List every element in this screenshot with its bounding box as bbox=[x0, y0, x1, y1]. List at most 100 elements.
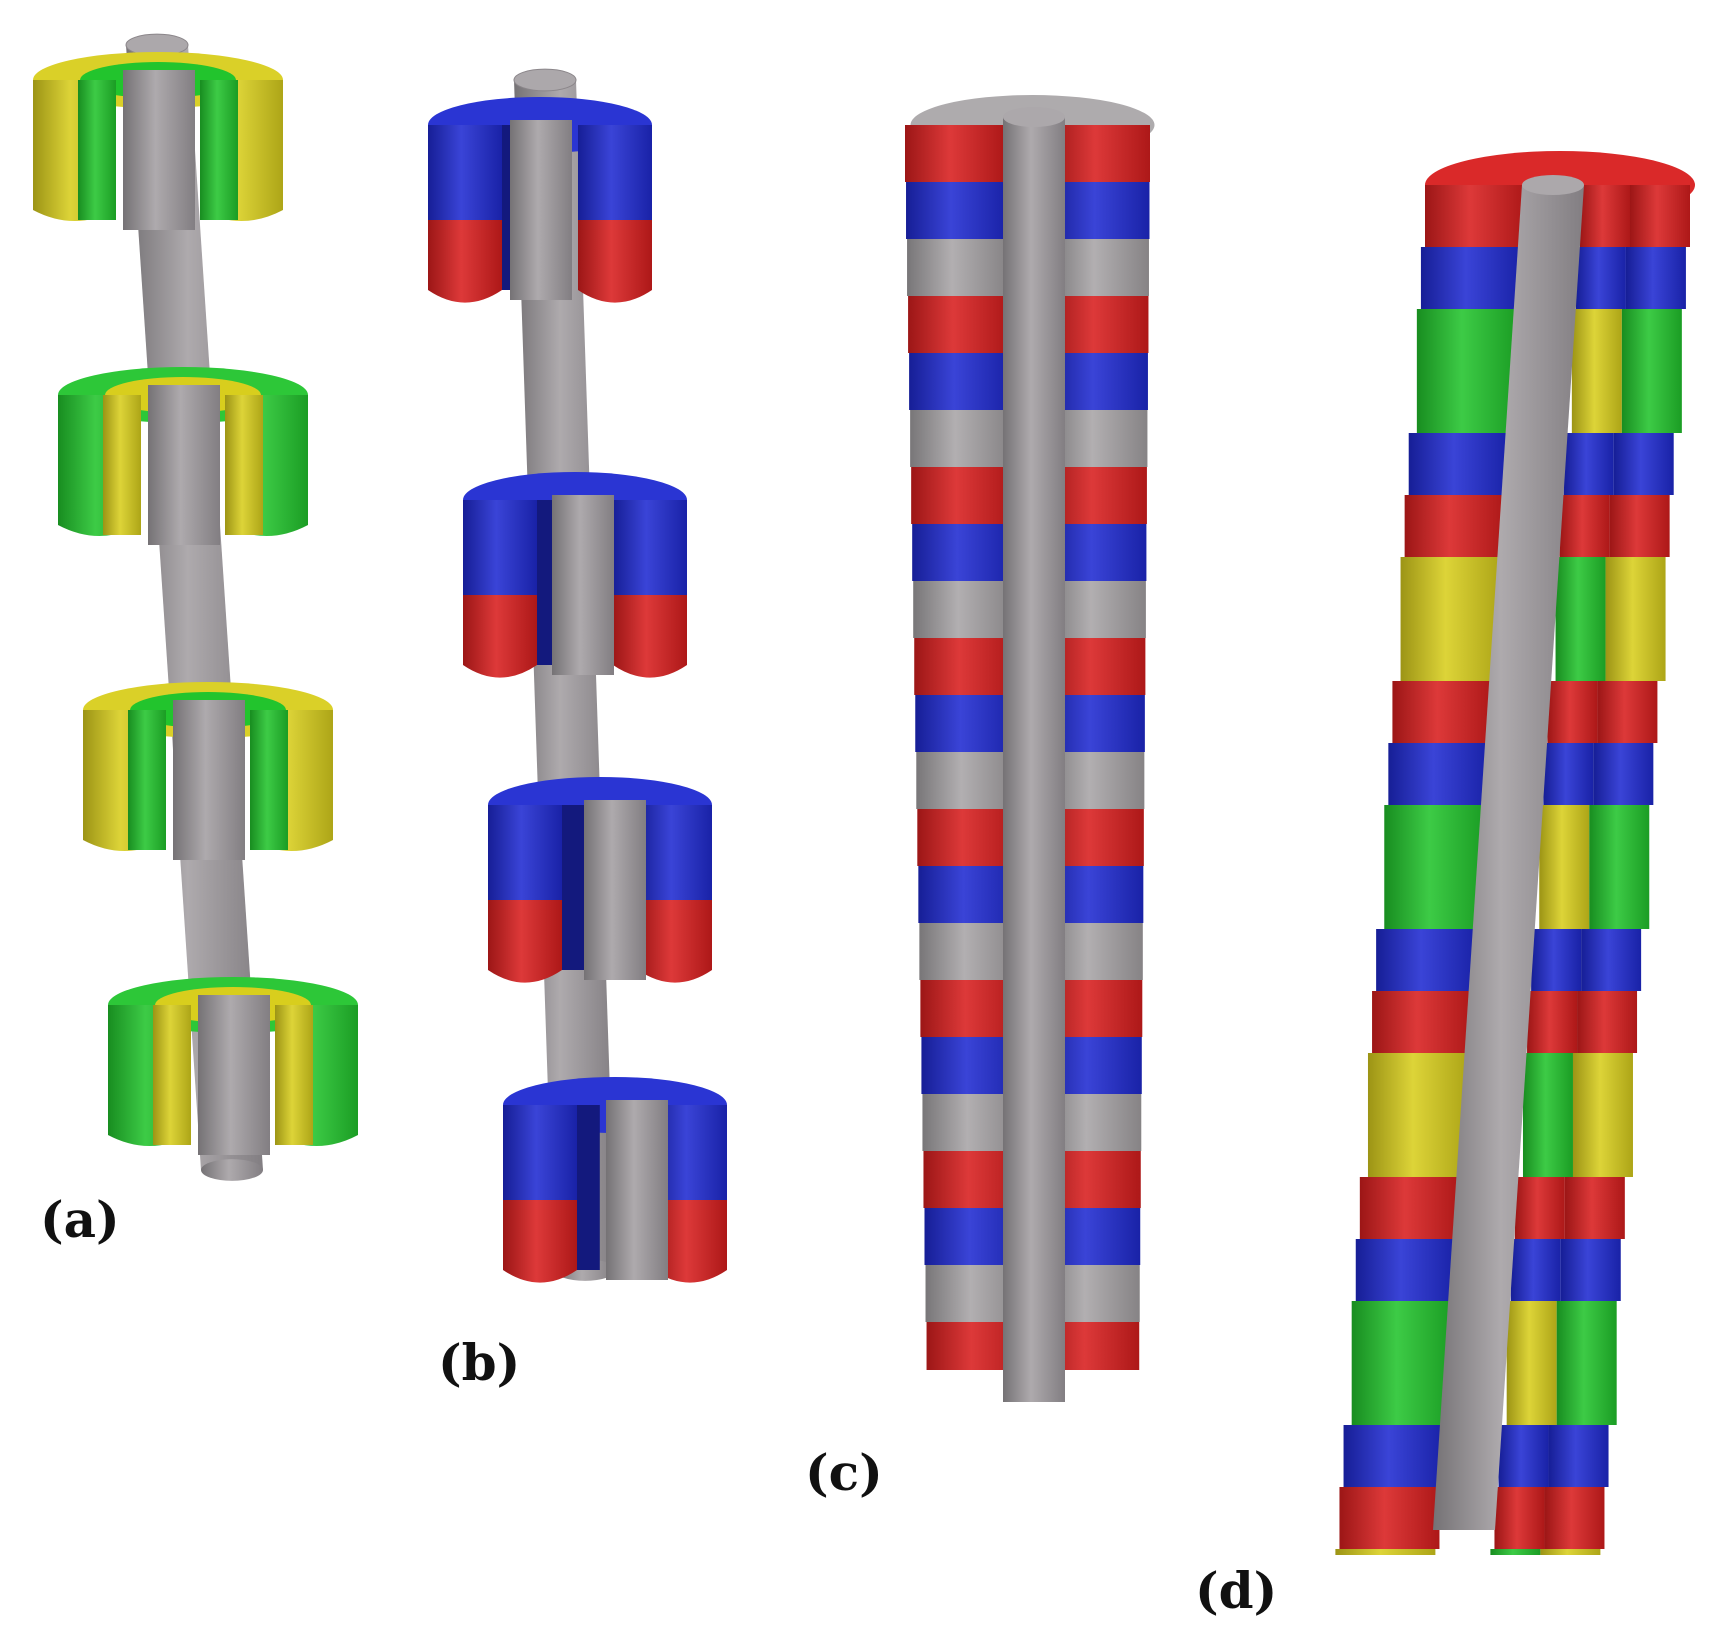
stack-c-layer-left bbox=[907, 239, 1008, 296]
stack-d-layer-right-outer bbox=[1544, 1487, 1605, 1549]
ring-inner-side bbox=[225, 395, 263, 535]
ring-b-3-segment-blue bbox=[488, 805, 562, 913]
ring-b-1-segment-red bbox=[428, 220, 502, 303]
ring-inner-side bbox=[275, 1005, 313, 1145]
rod-b-pass bbox=[606, 1100, 668, 1280]
stack-d-layer-left bbox=[1384, 805, 1485, 929]
stack-d-layer-right-inner bbox=[1539, 805, 1590, 929]
stack-c-layer-left bbox=[913, 581, 1014, 638]
stack-d-layer-right-inner bbox=[1547, 681, 1598, 743]
stack-d-layer-right-inner bbox=[1506, 1301, 1557, 1425]
rod-a-pass bbox=[173, 700, 245, 860]
stack-d-layer-right-inner bbox=[1498, 1425, 1549, 1487]
rod-a bbox=[125, 33, 263, 1181]
stack-c-layer-right bbox=[1043, 809, 1144, 866]
stack-d-layer-right-outer bbox=[1609, 495, 1670, 557]
stack-c-layer-left bbox=[912, 524, 1013, 581]
rod-c bbox=[1003, 117, 1065, 1402]
ring-inner-side bbox=[200, 80, 238, 220]
stack-d-layer-left bbox=[1420, 247, 1521, 309]
stack-c-layer-left bbox=[917, 809, 1018, 866]
stack-c-layer-right bbox=[1040, 1208, 1141, 1265]
stack-c-layer-right bbox=[1046, 467, 1147, 524]
ring-b-3-segment-red bbox=[638, 900, 712, 983]
stack-d-layer-left bbox=[1392, 681, 1493, 743]
stack-d-layer-left bbox=[1367, 1053, 1468, 1177]
stack-c-layer-right bbox=[1047, 410, 1148, 467]
stack-c-layer-right bbox=[1046, 524, 1147, 581]
rod-a-body bbox=[126, 45, 263, 1170]
stack-d-layer-left bbox=[1408, 433, 1509, 495]
stack-c-layer-left bbox=[923, 1151, 1024, 1208]
stack-c-layer-left bbox=[905, 125, 1005, 182]
stack-d-layer-left bbox=[1376, 929, 1477, 991]
stack-d-layer-right-outer bbox=[1589, 805, 1650, 929]
rod-d bbox=[1433, 185, 1584, 1530]
ring-b-1-segment-red bbox=[578, 220, 652, 303]
stack-d-layer-right-outer bbox=[1581, 929, 1642, 991]
stack-c-layer-left bbox=[919, 923, 1020, 980]
ring-b-4-segment-red bbox=[653, 1200, 727, 1283]
stack-c-layer-left bbox=[925, 1265, 1026, 1322]
rod-c-top-cap bbox=[1003, 107, 1065, 127]
stack-d-layer-left bbox=[1416, 309, 1517, 433]
stack-c-layer-right bbox=[1044, 752, 1145, 809]
ring-b-4-slot-face bbox=[577, 1105, 600, 1270]
ring-b-1-segment-blue bbox=[578, 125, 652, 233]
stack-c-layer-left bbox=[915, 695, 1016, 752]
stack-d-layer-right-outer bbox=[1625, 247, 1686, 309]
stack-d-layer-left bbox=[1400, 557, 1501, 681]
stack-c-layer-right bbox=[1050, 125, 1150, 182]
stack-c-layer-right bbox=[1041, 1094, 1142, 1151]
stack-c-layer-left bbox=[910, 410, 1011, 467]
rod-a-pass bbox=[198, 995, 270, 1155]
rod-a-pass bbox=[123, 70, 195, 230]
panel-label-b: (b) bbox=[438, 1333, 520, 1392]
stack-d-layer-right-outer bbox=[1572, 1053, 1633, 1177]
stack-c-layer-right bbox=[1041, 1037, 1142, 1094]
ring-inner-side bbox=[153, 1005, 191, 1145]
stack-d-layer-right-inner bbox=[1571, 309, 1622, 433]
rod-b-top-cap bbox=[513, 68, 577, 92]
ring-b-4-segment-blue bbox=[503, 1105, 577, 1213]
stack-c-layer-right bbox=[1048, 296, 1149, 353]
stack-d-layer-left bbox=[1359, 1177, 1460, 1239]
stack-c-layer-right bbox=[1042, 980, 1143, 1037]
stack-c-layer-left bbox=[918, 866, 1019, 923]
stack-c-layer-left bbox=[926, 1322, 1027, 1370]
stack-d-layer-right-inner bbox=[1494, 1487, 1545, 1549]
stack-d-layer-right-outer bbox=[1556, 1301, 1617, 1425]
stack-c-layer-left bbox=[911, 467, 1012, 524]
stack-c-layer-right bbox=[1045, 581, 1146, 638]
panel-label-a: (a) bbox=[40, 1190, 120, 1249]
stack-c-layer-right bbox=[1043, 866, 1144, 923]
stack-c-layer-left bbox=[916, 752, 1017, 809]
stack-c-layer-right bbox=[1042, 923, 1143, 980]
rod-b-pass bbox=[584, 800, 646, 980]
rod-a-bottom-cap bbox=[201, 1159, 263, 1181]
stack-d-layer-left bbox=[1335, 1549, 1436, 1555]
stack-d-layer-left bbox=[1388, 743, 1489, 805]
stack-d-layer-right-outer bbox=[1577, 991, 1638, 1053]
stack-d-layer-left bbox=[1404, 495, 1505, 557]
stack-c-layer-right bbox=[1049, 182, 1150, 239]
ring-inner-side bbox=[78, 80, 116, 220]
stack-c-layer-right bbox=[1047, 353, 1148, 410]
stack-d-layer-right-outer bbox=[1613, 433, 1674, 495]
figure-scene bbox=[33, 33, 1695, 1555]
stack-d-layer-right-outer bbox=[1605, 557, 1666, 681]
stack-d-layer-right-inner bbox=[1510, 1239, 1561, 1301]
stack-d-layer-right-outer bbox=[1548, 1425, 1609, 1487]
stack-d-layer-left bbox=[1351, 1301, 1452, 1425]
stack-d-layer-right-inner bbox=[1580, 185, 1630, 247]
stack-d-layer-right-inner bbox=[1527, 991, 1578, 1053]
panel-label-c: (c) bbox=[805, 1443, 883, 1502]
ring-b-2-segment-blue bbox=[463, 500, 537, 608]
ring-b-4-segment-blue bbox=[653, 1105, 727, 1213]
ring-b-3-segment-red bbox=[488, 900, 562, 983]
stack-c-layer-right bbox=[1040, 1151, 1141, 1208]
stack-d-layer-right-outer bbox=[1630, 185, 1690, 247]
stack-d bbox=[1335, 151, 1695, 1555]
stack-c-layer-left bbox=[922, 1094, 1023, 1151]
